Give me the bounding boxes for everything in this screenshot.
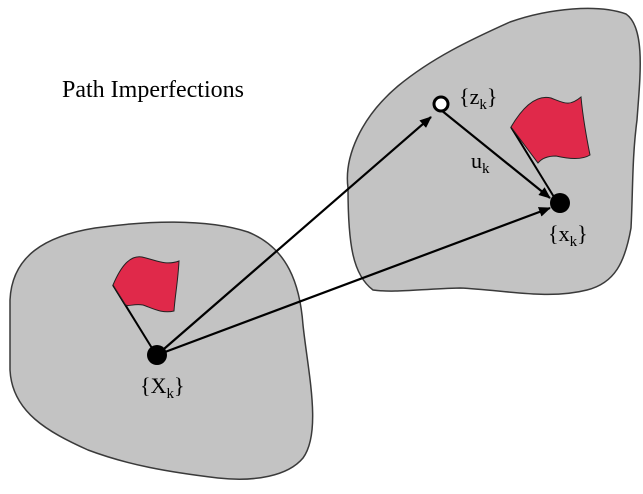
arrow-intermediate-to-target xyxy=(440,109,551,199)
arrow-source-to-intermediate xyxy=(156,116,432,356)
intermediate-node-label: {zk} xyxy=(459,84,497,113)
diagram-title: Path Imperfections xyxy=(62,77,244,103)
flag-icon xyxy=(510,96,591,198)
intermediate-node xyxy=(432,95,450,113)
arrow-source-to-target xyxy=(156,206,551,357)
flag-icon xyxy=(112,256,180,354)
target-node xyxy=(550,193,570,213)
source-node xyxy=(147,345,167,365)
target-node-label: {xk} xyxy=(548,221,588,250)
edge-label-u: uk xyxy=(471,148,490,177)
source-node-label: {Xk} xyxy=(140,373,185,402)
